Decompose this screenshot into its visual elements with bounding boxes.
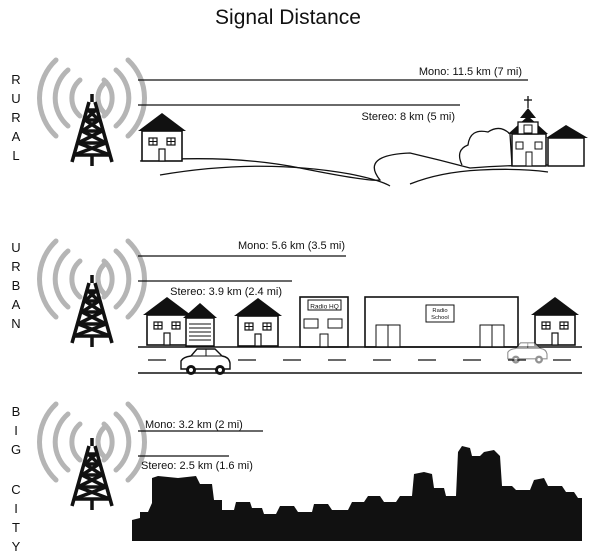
radio-hq-sign: Radio HQ	[310, 304, 339, 311]
radio-hq-building: Radio HQ	[299, 296, 349, 348]
house-icon	[137, 112, 187, 162]
diagram-title: Signal Distance	[215, 6, 361, 29]
house-icon	[142, 296, 217, 347]
rural-mono-label: Mono: 11.5 km (7 mi)	[419, 66, 522, 78]
urban-mono-label: Mono: 5.6 km (3.5 mi)	[238, 240, 345, 252]
big-city-mono-label: Mono: 3.2 km (2 mi)	[145, 419, 243, 431]
car-icon	[180, 348, 231, 376]
rural-stereo-label: Stereo: 8 km (5 mi)	[361, 111, 455, 123]
house-icon	[233, 297, 283, 347]
radio-school-sign-line2: School	[431, 315, 449, 321]
radio-school-sign: Radio	[432, 308, 447, 314]
church-icon	[508, 96, 588, 167]
tree-icon	[458, 127, 513, 166]
radio-tower-icon	[39, 60, 144, 166]
radio-tower-icon	[39, 404, 144, 510]
urban-stereo-label: Stereo: 3.9 km (2.4 mi)	[170, 286, 282, 298]
house-icon	[530, 296, 580, 346]
big-city-stereo-label: Stereo: 2.5 km (1.6 mi)	[141, 460, 253, 472]
radio-school-building: Radio School	[364, 296, 519, 348]
rural-hills	[139, 152, 549, 181]
radio-tower-icon	[39, 241, 144, 347]
skyline-icon	[132, 446, 582, 541]
